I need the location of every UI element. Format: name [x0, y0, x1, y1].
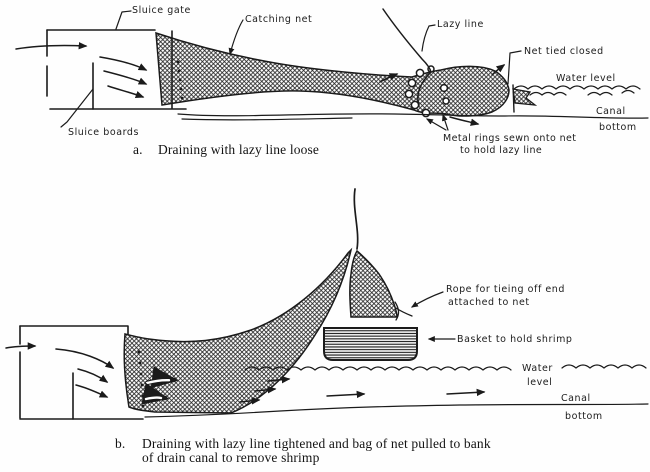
catching-net-shape — [155, 31, 510, 117]
net-bag-shape-b — [349, 249, 398, 318]
label-leaders-b — [411, 291, 456, 342]
catching-net-label: Catching net — [245, 14, 312, 25]
drain-arrow-b1 — [239, 397, 261, 405]
caption-b-line1: Draining with lazy line tightened and ba… — [142, 436, 491, 451]
sluice-boards-leader — [60, 88, 94, 128]
shrimp-basket — [323, 327, 418, 361]
rope-leader — [411, 291, 444, 308]
canal-label-b: Canal — [561, 393, 591, 404]
inflow-arrow-a — [15, 41, 88, 50]
bag-flow-arrow-a — [449, 116, 480, 126]
gate-arrow-b2 — [77, 368, 109, 383]
canal-bottom-line-a — [177, 113, 649, 121]
metal-rings — [404, 65, 450, 118]
canal-bottom-line-b — [144, 403, 649, 418]
panel-b: Rope for tieing off end attached to net … — [5, 188, 649, 465]
caption-a-text: Draining with lazy line loose — [158, 142, 319, 157]
inflow-arrow-b — [5, 342, 37, 350]
water-level-label-a: Water level — [556, 73, 616, 84]
lazy-line-rope-a — [382, 8, 432, 107]
water-level-label-b1: Water — [522, 363, 553, 374]
sluice-gate-label: Sluice gate — [132, 5, 191, 16]
label-leaders-a — [60, 10, 522, 131]
sluice-gate-leader — [115, 10, 132, 30]
drain-arrow-b5 — [446, 388, 486, 397]
net-tie-line — [512, 84, 515, 113]
rope-label-line2: attached to net — [448, 297, 530, 308]
canal-bottom-label-a: bottom — [599, 122, 637, 133]
caption-a-letter: a. — [133, 142, 143, 157]
net-flow-arrow-a — [379, 73, 399, 83]
drain-arrow-b4 — [326, 390, 366, 399]
sluice-gate-structure-b — [19, 325, 144, 420]
net-mouth-dots-a — [176, 60, 184, 100]
water-level-waves-b — [244, 364, 647, 371]
metal-rings-label-line2: to hold lazy line — [460, 145, 542, 156]
flow-arrows-b — [5, 342, 486, 405]
water-level-label-b2: level — [527, 377, 552, 388]
lazy-line-label: Lazy line — [437, 19, 484, 30]
gate-arrow-a3 — [107, 85, 145, 98]
canal-bottom-label-b: bottom — [565, 411, 603, 422]
net-tied-closed-leader — [507, 50, 522, 85]
drain-arrow-b2 — [254, 386, 277, 394]
sluice-top-wall-b — [19, 325, 129, 335]
gate-arrow-a2 — [103, 70, 148, 85]
panel-a: Sluice gate Catching net Lazy line Net t… — [15, 5, 649, 157]
water-level-waves-a — [513, 85, 641, 96]
net-interior-arrows-b — [141, 366, 179, 405]
basket-label: Basket to hold shrimp — [457, 334, 572, 345]
net-tail-bundle — [512, 88, 538, 106]
flow-arrows-a — [15, 41, 506, 126]
caption-b-letter: b. — [115, 436, 125, 451]
catching-net-leader — [228, 19, 244, 56]
rope-label-line1: Rope for tieing off end — [446, 284, 565, 295]
net-tied-closed-label: Net tied closed — [524, 46, 604, 57]
metal-rings-leader-2 — [442, 113, 449, 131]
gate-arrow-a1 — [99, 56, 148, 71]
lazy-line-rope-b — [353, 188, 359, 250]
lazy-line-leader — [421, 24, 436, 52]
tail-flow-arrow-a — [491, 64, 506, 76]
tie-off-rope — [394, 301, 413, 321]
metal-rings-label-line1: Metal rings sewn onto net — [443, 133, 576, 144]
catching-net-shape-b — [123, 247, 353, 414]
sluice-boards-label: Sluice boards — [68, 127, 139, 138]
canal-label-a: Canal — [596, 106, 626, 117]
gate-arrow-b3 — [75, 384, 109, 398]
drain-arrow-b3 — [267, 376, 291, 384]
metal-rings-leader-1 — [425, 118, 447, 131]
caption-b-line2: of drain canal to remove shrimp — [142, 450, 320, 465]
gate-arrow-b1 — [55, 348, 115, 369]
